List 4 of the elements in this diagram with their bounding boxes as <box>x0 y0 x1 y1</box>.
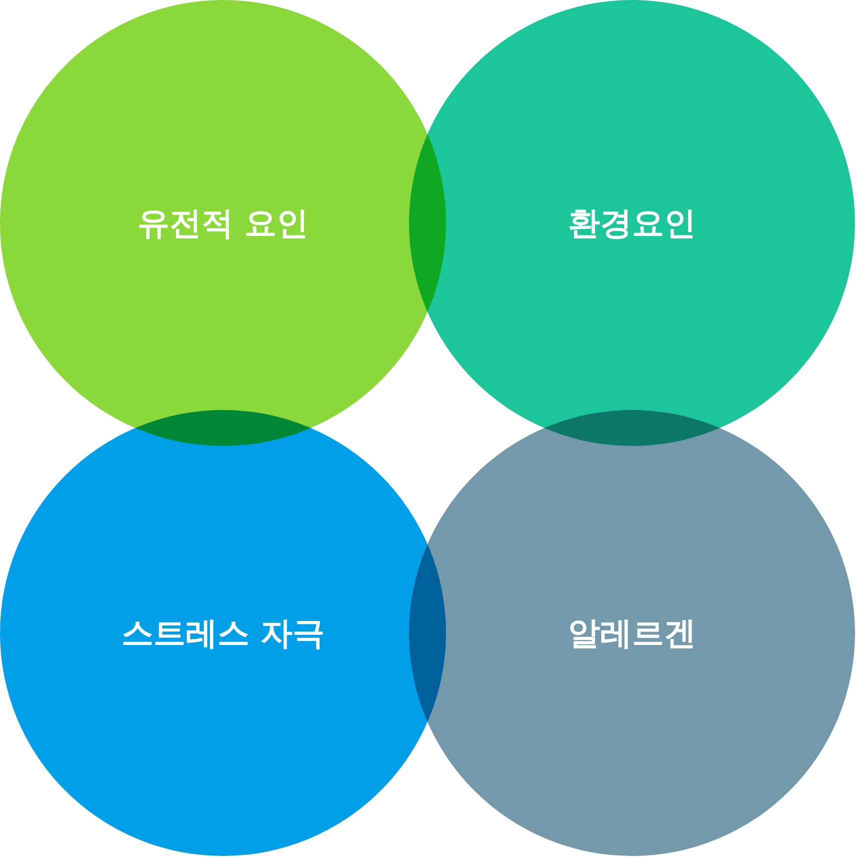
circle-label: 스트레스 자극 <box>121 614 325 652</box>
circle-label: 유전적 요인 <box>137 204 309 242</box>
circle-label: 환경요인 <box>568 204 696 242</box>
circle-label: 알레르겐 <box>568 614 696 652</box>
